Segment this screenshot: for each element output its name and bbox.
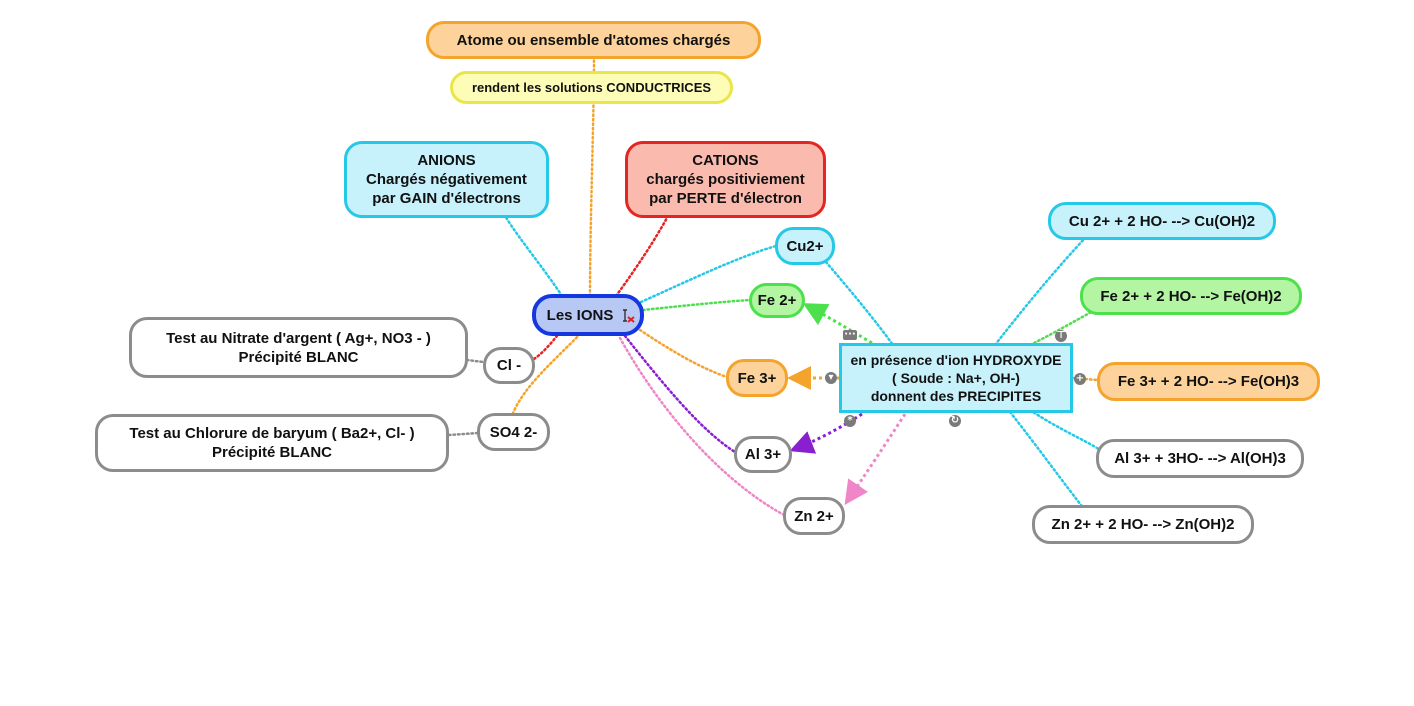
- node-fe2[interactable]: Fe 2+: [749, 283, 805, 318]
- node-cl-text: Cl -: [496, 357, 522, 374]
- node-test-chlorure-line-2: Précipité BLANC: [211, 444, 333, 461]
- node-al3-text: Al 3+: [744, 446, 782, 463]
- node-so4-text: SO4 2-: [489, 423, 538, 441]
- node-fe2-text: Fe 2+: [757, 292, 797, 309]
- node-conductrices[interactable]: rendent les solutions CONDUCTRICES: [450, 71, 733, 104]
- node-atome-definition[interactable]: Atome ou ensemble d'atomes chargés: [426, 21, 761, 59]
- node-anions[interactable]: ANIONS Chargés négativement par GAIN d'é…: [344, 141, 549, 218]
- node-reaction-cu-text: Cu 2+ + 2 HO- --> Cu(OH)2: [1068, 212, 1256, 230]
- link-center-zn2: [618, 336, 786, 517]
- menu-icon[interactable]: ···: [843, 329, 857, 340]
- node-anions-line-1: ANIONS: [417, 152, 476, 169]
- link-center-fe3: [638, 328, 729, 379]
- node-les-ions-text: Les IONS: [546, 306, 614, 324]
- arrow-hyd-al3: [789, 412, 863, 454]
- node-anions-line-2: Chargés négativement: [366, 171, 527, 188]
- link-center-so4: [511, 332, 582, 415]
- node-zn2-text: Zn 2+: [794, 507, 834, 525]
- node-cations[interactable]: CATIONS chargés positiviement par PERTE …: [625, 141, 826, 218]
- link-hyd-rcu: [993, 236, 1087, 347]
- node-reaction-fe3[interactable]: Fe 3+ + 2 HO- --> Fe(OH)3: [1097, 362, 1320, 401]
- link-center-al3: [623, 334, 737, 454]
- node-test-chlorure[interactable]: Test au Chlorure de baryum ( Ba2+, Cl- )…: [95, 414, 449, 472]
- node-reaction-fe2-text: Fe 2+ + 2 HO- --> Fe(OH)2: [1100, 287, 1282, 305]
- node-fe3-text: Fe 3+: [737, 369, 777, 387]
- node-fe3[interactable]: Fe 3+: [726, 359, 788, 397]
- link-cu2-hydroxyde: [824, 260, 895, 347]
- link-hyd-rzn: [1008, 410, 1087, 512]
- collapse-icon[interactable]: ▾: [825, 372, 837, 384]
- node-test-nitrate-line-1: Test au Nitrate d'argent ( Ag+, NO3 - ): [166, 329, 431, 347]
- link-cl-test: [465, 358, 485, 364]
- link-center-fe2: [641, 298, 752, 312]
- node-reaction-al-text: Al 3+ + 3HO- --> Al(OH)3: [1114, 450, 1286, 467]
- rotate-icon[interactable]: ↻: [949, 415, 961, 427]
- node-test-nitrate[interactable]: Test au Nitrate d'argent ( Ag+, NO3 - ) …: [129, 317, 468, 378]
- node-reaction-al[interactable]: Al 3+ + 3HO- --> Al(OH)3: [1096, 439, 1304, 478]
- move-icon[interactable]: ⊤: [1055, 330, 1067, 342]
- node-reaction-zn[interactable]: Zn 2+ + 2 HO- --> Zn(OH)2: [1032, 505, 1254, 544]
- node-hydroxyde-line-3: donnent des PRECIPITES: [870, 388, 1042, 404]
- edit-cursor-icon: [623, 309, 635, 323]
- link-center-anions: [503, 214, 564, 298]
- link-center-cl: [530, 330, 562, 362]
- node-al3[interactable]: Al 3+: [734, 436, 792, 473]
- node-cations-line-2: chargés positiviement: [646, 171, 805, 188]
- node-conductrices-text: rendent les solutions CONDUCTRICES: [471, 80, 712, 95]
- link-so4-test: [447, 431, 480, 437]
- node-cations-line-3: par PERTE d'électron: [649, 190, 802, 207]
- add-icon[interactable]: +: [1074, 373, 1086, 385]
- node-cu2[interactable]: Cu2+: [775, 227, 835, 265]
- node-hydroxyde[interactable]: en présence d'ion HYDROXYDE ( Soude : Na…: [839, 343, 1073, 413]
- node-cations-line-1: CATIONS: [692, 152, 759, 169]
- link-hyd-ral: [1028, 408, 1102, 452]
- node-reaction-cu[interactable]: Cu 2+ + 2 HO- --> Cu(OH)2: [1048, 202, 1276, 240]
- node-cl[interactable]: Cl -: [483, 347, 535, 384]
- link-center-cu2: [639, 244, 778, 304]
- node-test-nitrate-line-2: Précipité BLANC: [238, 348, 359, 366]
- node-reaction-fe3-text: Fe 3+ + 2 HO- --> Fe(OH)3: [1117, 373, 1300, 390]
- arrow-hyd-fe2: [802, 303, 873, 345]
- node-hydroxyde-line-2: ( Soude : Na+, OH-): [892, 370, 1020, 386]
- node-anions-line-3: par GAIN d'électrons: [372, 190, 521, 207]
- node-so4[interactable]: SO4 2-: [477, 413, 550, 451]
- expand-icon[interactable]: *: [844, 415, 856, 427]
- node-reaction-fe2[interactable]: Fe 2+ + 2 HO- --> Fe(OH)2: [1080, 277, 1302, 315]
- node-test-chlorure-line-1: Test au Chlorure de baryum ( Ba2+, Cl- ): [129, 425, 415, 442]
- node-zn2[interactable]: Zn 2+: [783, 497, 845, 535]
- node-cu2-text: Cu2+: [786, 237, 824, 255]
- link-center-cations: [614, 214, 670, 298]
- node-hydroxyde-line-1: en présence d'ion HYDROXYDE: [850, 352, 1062, 368]
- node-reaction-zn-text: Zn 2+ + 2 HO- --> Zn(OH)2: [1051, 516, 1235, 533]
- node-atome-definition-text: Atome ou ensemble d'atomes chargés: [456, 31, 731, 49]
- arrow-hyd-zn2: [844, 413, 907, 505]
